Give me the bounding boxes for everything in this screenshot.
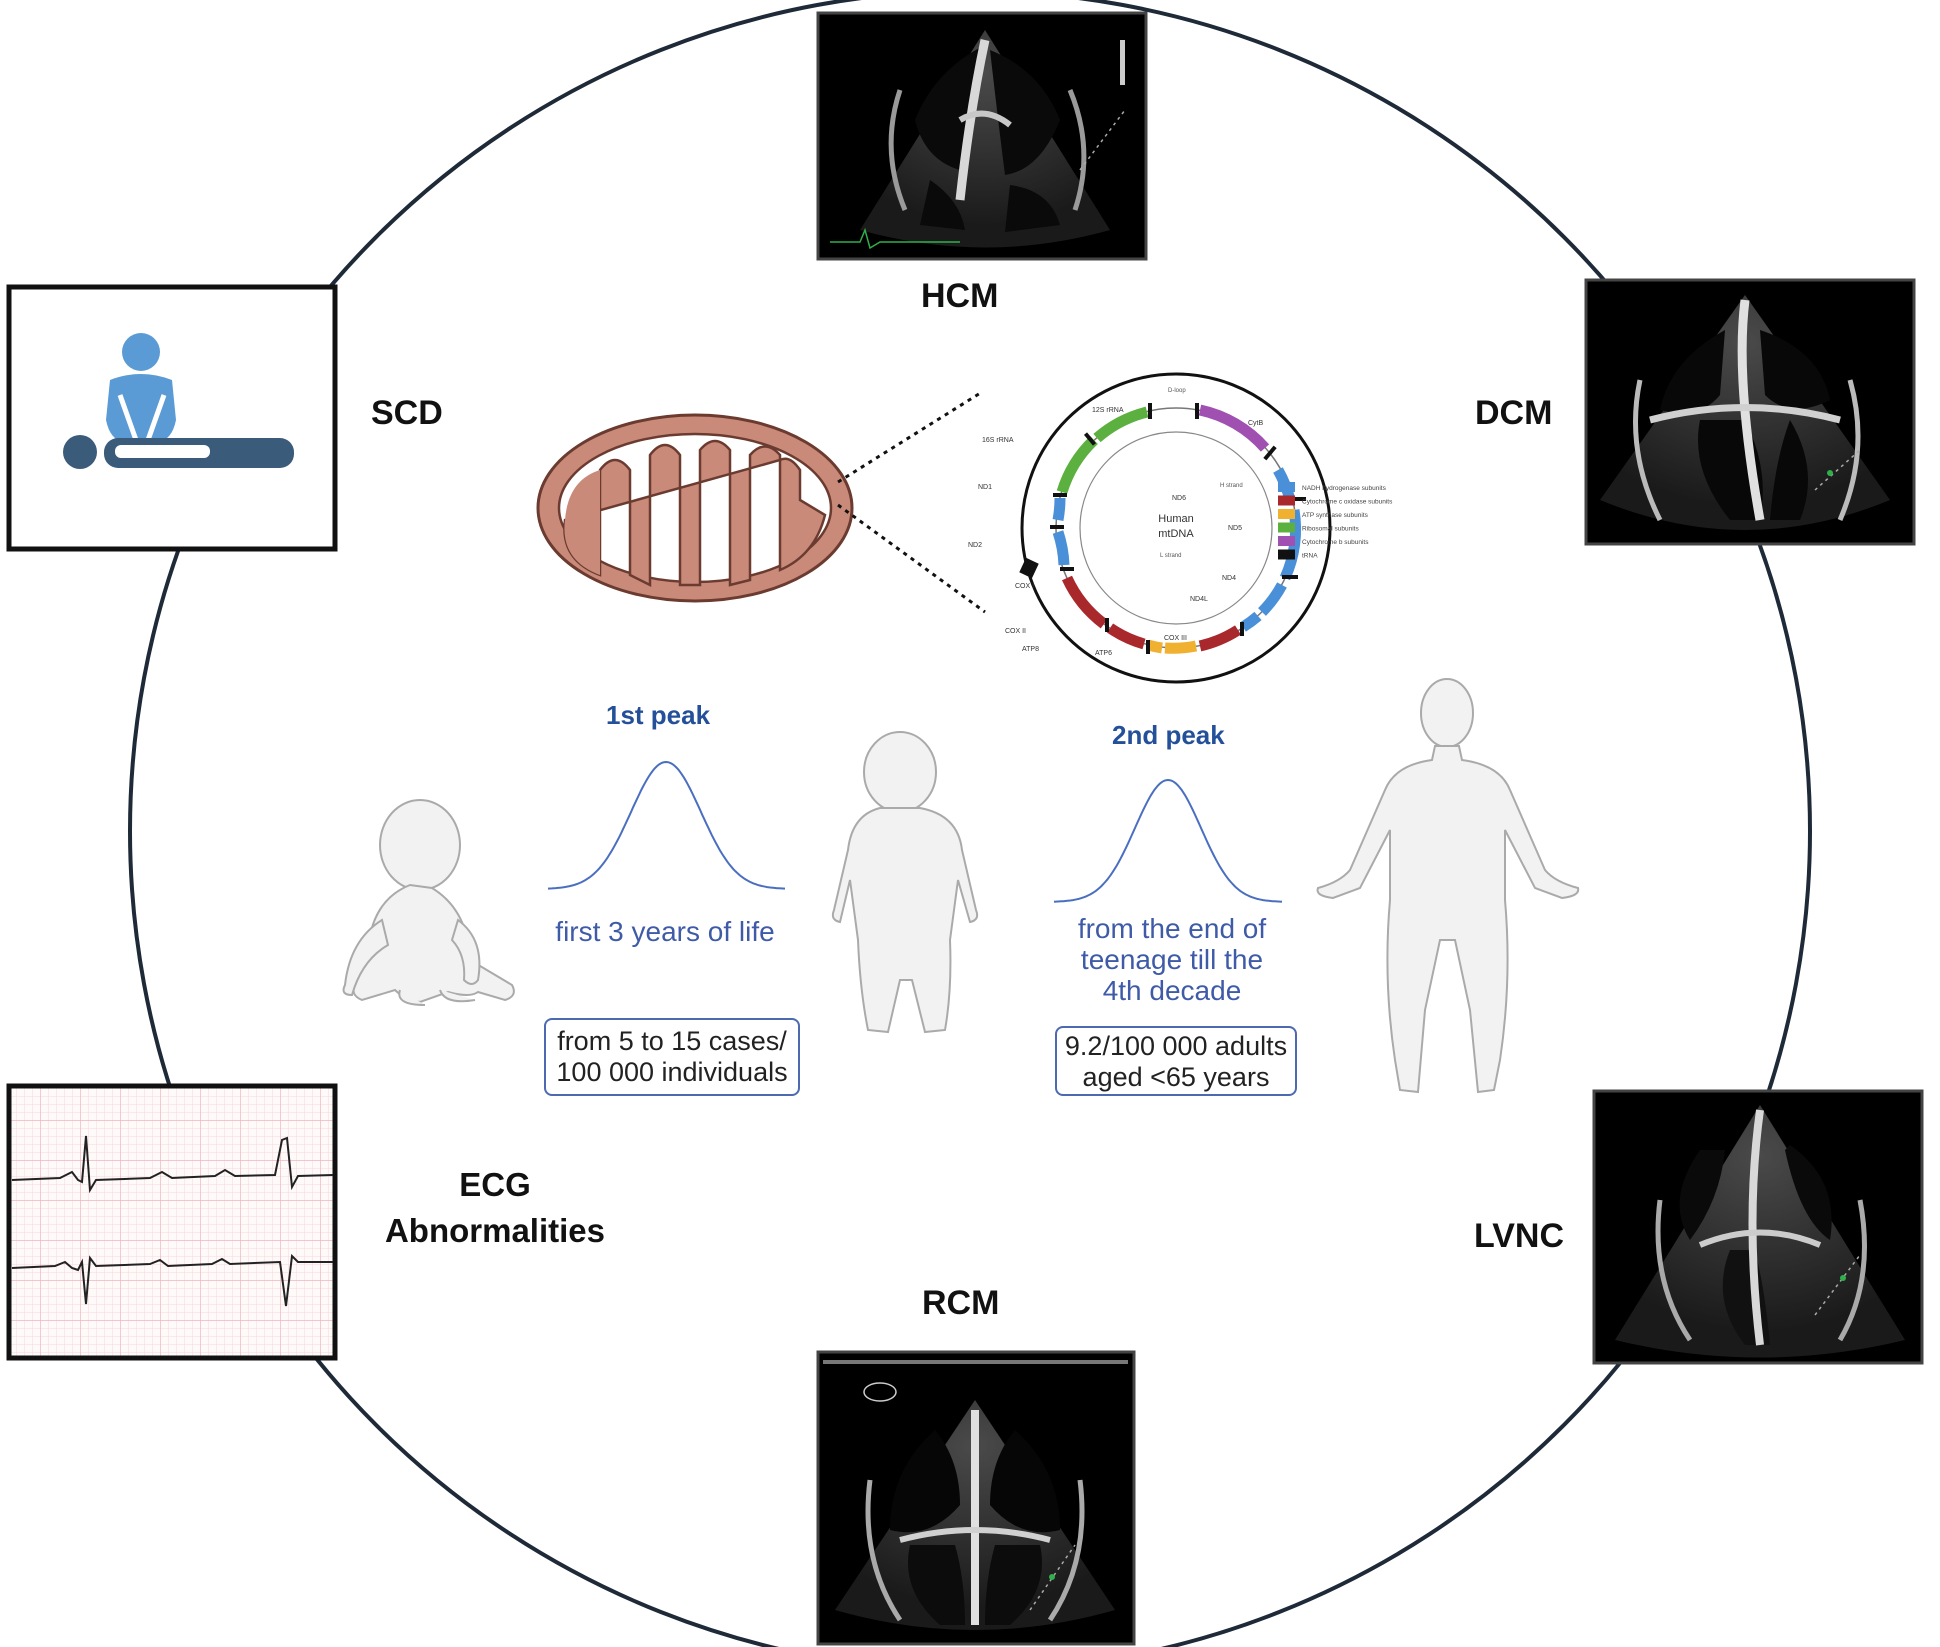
hcm-echo-image [816,11,1148,261]
second-peak-desc-line1: from the end of [1077,913,1267,944]
arc-cytb [1198,404,1270,452]
label-atp8: ATP8 [1022,646,1039,653]
label-scd: SCD [371,394,443,432]
mitochondrion-icon [536,413,854,603]
legend-label-0: NADH hydrogenase subunits [1302,485,1387,492]
legend-label-1: Cytochrome c oxidase subunits [1302,499,1393,506]
second-peak-description: from the end of teenage till the 4th dec… [1052,913,1292,1006]
second-peak-curve [1053,778,1283,903]
ecg-trace-top [11,1135,334,1194]
ecg-trace-bottom [11,1253,333,1307]
arc-nd2 [1052,530,1070,566]
legend-swatch-1 [1278,495,1295,506]
label-cox3: COX III [1164,635,1187,642]
mtdna-center-line1: Human [1158,513,1193,525]
label-ecg-line1: ECG [459,1166,531,1203]
first-peak-stat-line1: from 5 to 15 cases/ [557,1026,787,1056]
label-cox2: COX II [1005,628,1026,635]
zoom-line-top [837,390,983,484]
label-ecg-abnormalities: ECG Abnormalities [355,1162,635,1254]
label-nd4: ND4 [1222,575,1236,582]
second-peak-title: 2nd peak [1112,720,1225,750]
arc-nd1 [1052,497,1066,521]
second-peak-stat-line1: 9.2/100 000 adults [1064,1031,1288,1061]
arc-12s-rrna [1093,406,1149,443]
ecg-strip-image [6,1083,338,1361]
legend-swatch-0 [1278,482,1295,492]
first-peak-curve [547,760,786,890]
legend-label-2: ATP synthase subunits [1302,512,1369,519]
label-hcm: HCM [921,277,999,315]
mtdna-map: Human mtDNA 12S rRNA 16S rRNA CytB ND6 N… [968,372,1332,684]
child-figure-icon [831,731,979,1034]
label-nd6: ND6 [1172,495,1186,502]
legend-swatch-5 [1278,549,1295,560]
adult-figure-icon [1316,678,1580,1094]
outer-ring [128,0,1812,1647]
legend-swatch-4 [1278,536,1295,546]
second-peak-stat-line2: aged <65 years [1082,1062,1270,1092]
zoom-line-bottom [837,503,986,614]
legend-swatch-2 [1278,509,1295,519]
label-lvnc: LVNC [1474,1217,1565,1255]
arc-cox1 [1061,575,1108,629]
label-16s-rrna: 16S rRNA [982,437,1014,444]
label-nd5: ND5 [1228,525,1242,532]
legend-label-4: Cytochrome b subunits [1302,539,1369,546]
arc-atp8 [1146,639,1163,654]
second-peak-desc-line2: teenage till the [1080,944,1264,975]
legend-label-5: tRNA [1302,553,1318,560]
first-peak-stat-line2: 100 000 individuals [556,1057,788,1087]
first-peak-title: 1st peak [606,700,711,730]
trna-ticks [1019,403,1306,654]
label-12s-rrna: 12S rRNA [1092,407,1124,414]
label-dcm: DCM [1475,394,1553,432]
arc-cox2 [1106,623,1146,650]
second-peak-stat-box: 9.2/100 000 adults aged <65 years [1055,1026,1297,1096]
label-cox1: COX I [1015,583,1034,590]
mtdna-center-line2: mtDNA [1158,528,1194,540]
label-atp6: ATP6 [1095,650,1112,657]
legend-swatch-3 [1278,522,1295,533]
label-cytb: CytB [1248,420,1264,427]
rcm-echo-image [816,1350,1136,1646]
label-nd2: ND2 [968,542,982,549]
lvnc-echo-image [1592,1089,1924,1365]
label-nd1: ND1 [978,484,992,491]
cpr-icon [63,333,294,469]
first-peak-desc-line1: first 3 years of life [555,916,775,947]
second-peak-desc-line3: 4th decade [1102,975,1242,1006]
infant-figure-icon [342,799,515,1006]
arc-cox3 [1198,625,1241,652]
label-ecg-line2: Abnormalities [384,1212,606,1249]
first-peak-description: first 3 years of life [535,916,795,947]
scd-cpr-image [6,284,338,552]
legend-label-3: Ribosomal subunits [1302,526,1359,533]
label-h-strand: H strand [1220,483,1243,489]
first-peak-stat-box: from 5 to 15 cases/ 100 000 individuals [544,1018,800,1096]
label-rcm: RCM [922,1284,1000,1322]
label-d-loop: D-loop [1168,388,1186,394]
arc-nd4 [1257,582,1287,616]
arc-atp6 [1164,640,1198,654]
label-nd4l: ND4L [1190,596,1208,603]
dcm-echo-image [1584,278,1916,546]
label-l-strand: L strand [1160,553,1181,559]
